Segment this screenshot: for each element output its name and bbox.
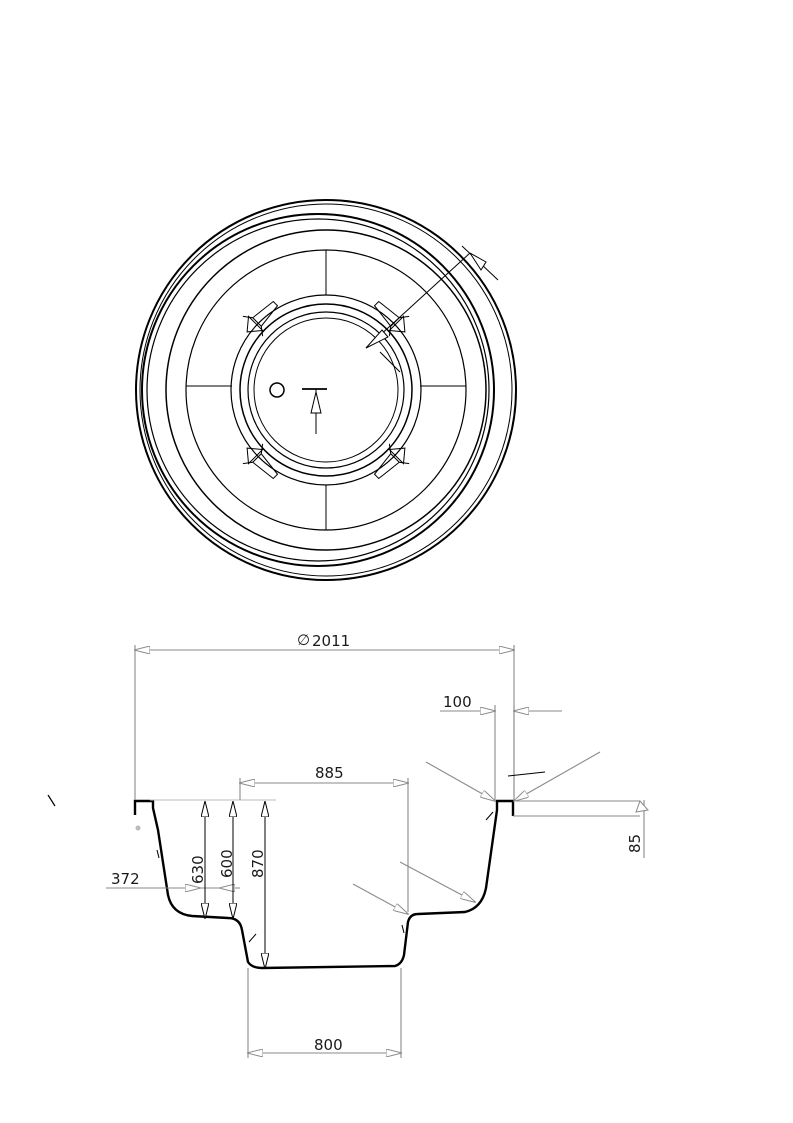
section-view: ∅ 2011 100 885 85 xyxy=(47,631,649,1058)
dim-top-width-label: 885 xyxy=(315,764,344,782)
section-arrow xyxy=(302,388,327,434)
dim-bench-offset-label: 372 xyxy=(111,870,140,888)
dim-diameter-label: 2011 xyxy=(312,632,350,650)
dim-diameter: ∅ 2011 xyxy=(135,631,514,800)
rim-leaders xyxy=(425,751,601,821)
radius-leader xyxy=(365,245,499,373)
stray-mark xyxy=(401,924,405,934)
dim-height-870: 870 xyxy=(248,802,267,968)
dim-height-600: 600 xyxy=(218,802,236,918)
stray-mark xyxy=(156,849,160,859)
dim-bottom-width-label: 800 xyxy=(314,1036,343,1054)
dim-top-width: 885 xyxy=(240,764,408,912)
dim-rim-width-label: 100 xyxy=(443,693,472,711)
bench-leaders xyxy=(352,861,475,914)
ref-point xyxy=(135,825,141,831)
dim-rim-width: 100 xyxy=(440,693,562,800)
stray-mark xyxy=(47,794,56,807)
dim-bench-offset: 372 xyxy=(106,870,240,888)
dim-height-630: 630 xyxy=(189,802,207,918)
jet-sw xyxy=(242,443,279,480)
jet-se xyxy=(373,443,410,480)
dim-height-630-label: 630 xyxy=(189,855,207,884)
dim-bottom-width: 800 xyxy=(248,968,401,1058)
drain-icon xyxy=(269,382,285,398)
dim-height-600-label: 600 xyxy=(218,849,236,878)
dim-rim-height-label: 85 xyxy=(626,834,644,853)
diameter-symbol: ∅ xyxy=(297,631,310,649)
dim-height-870-label: 870 xyxy=(249,849,267,878)
jet-nw xyxy=(242,300,279,337)
top-view xyxy=(135,199,517,581)
dim-rim-height: 85 xyxy=(626,800,649,858)
